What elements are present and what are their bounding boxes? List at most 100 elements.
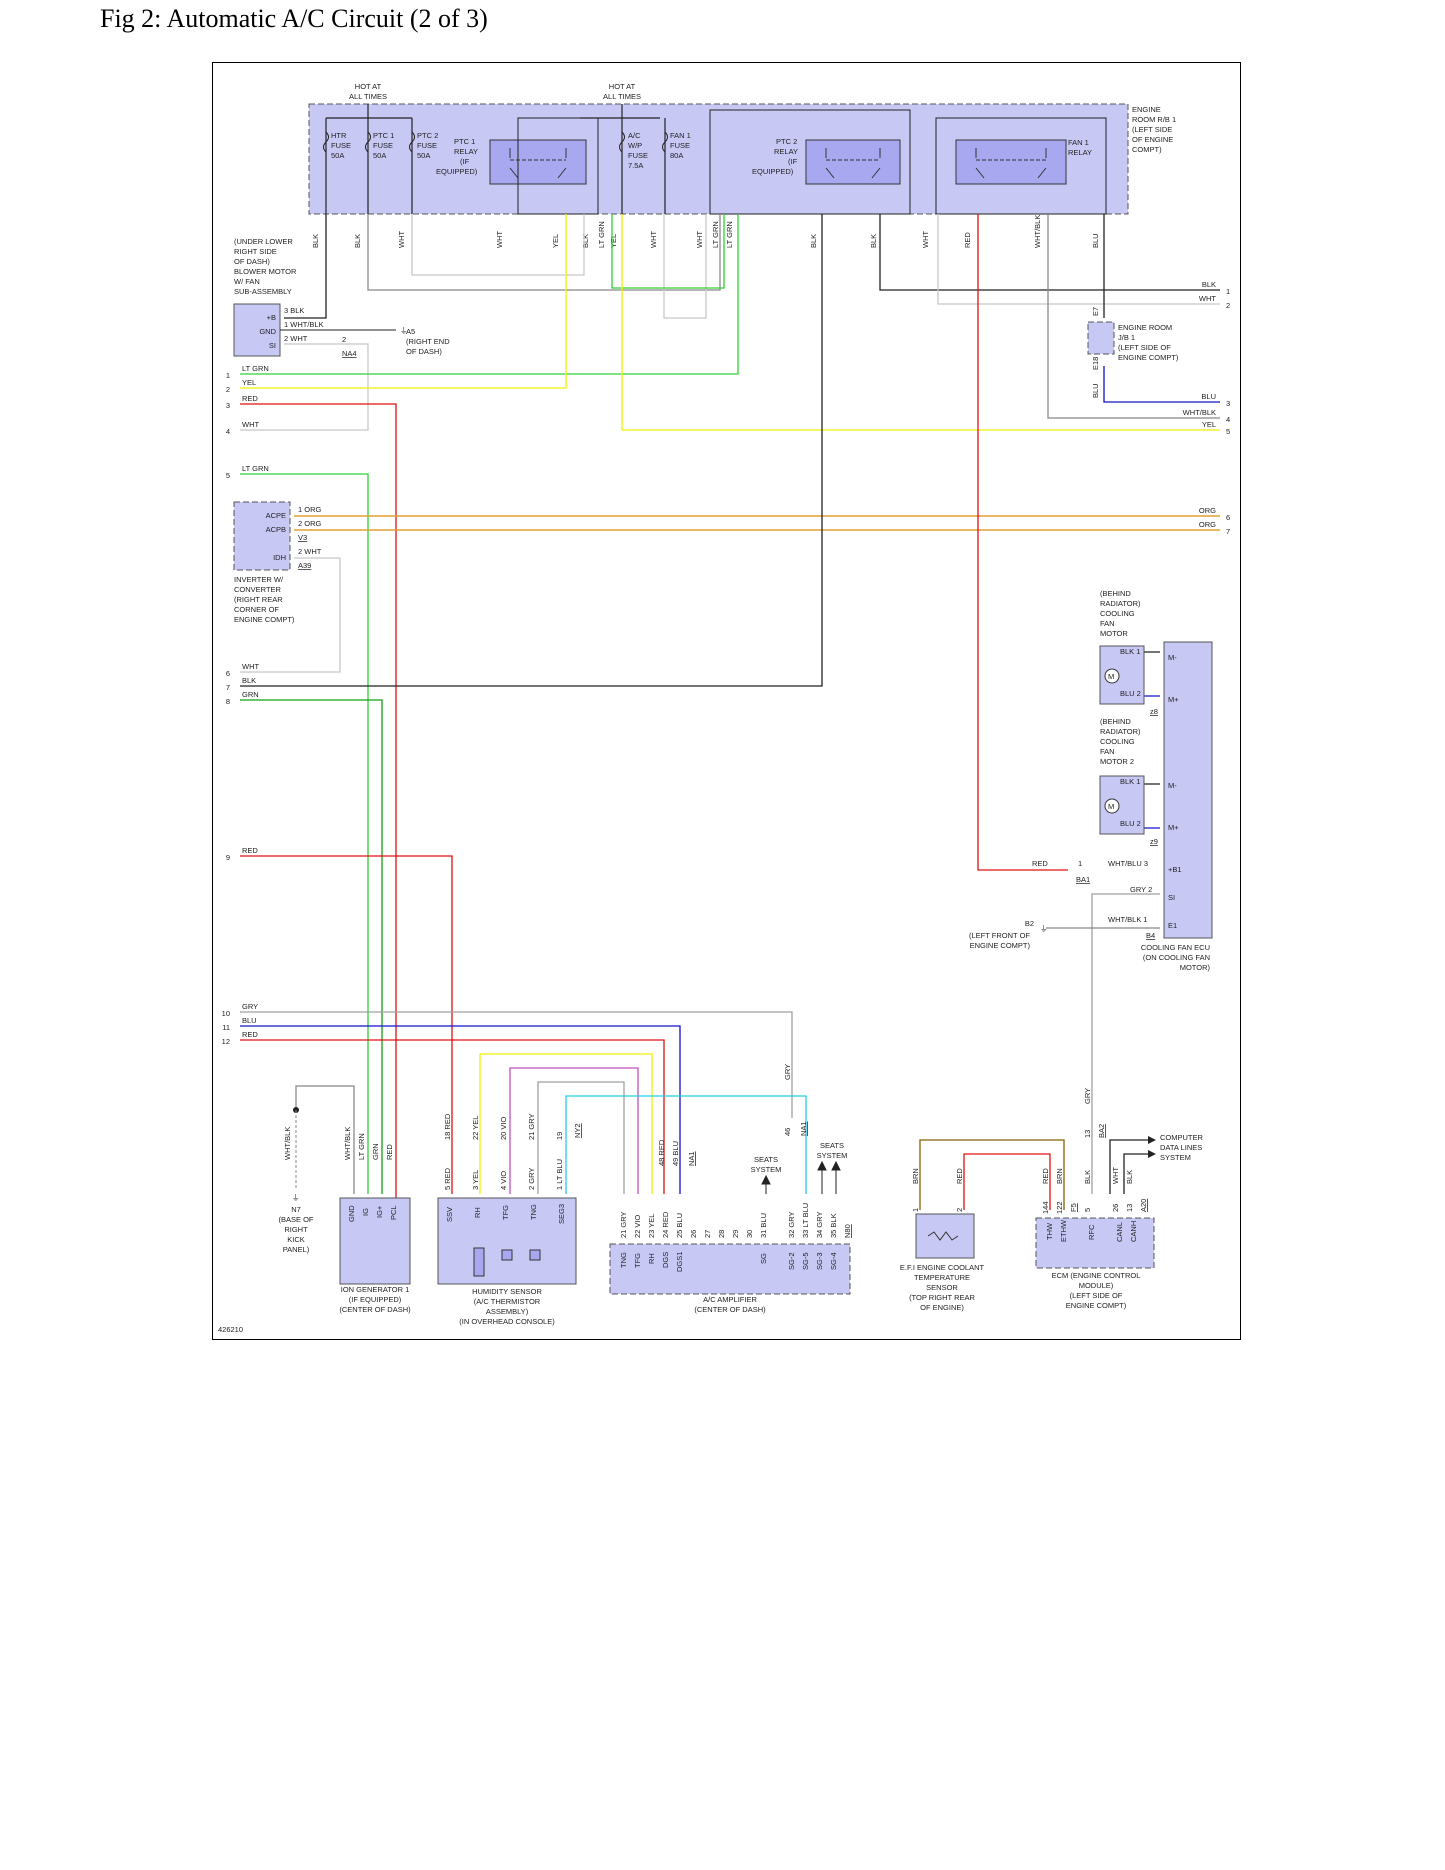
svg-text:BLK 1: BLK 1: [1120, 647, 1140, 656]
wire-label: WHT: [695, 231, 704, 248]
svg-text:18 RED: 18 RED: [443, 1113, 452, 1140]
svg-text:TNG: TNG: [529, 1204, 538, 1220]
svg-text:21 GRY: 21 GRY: [527, 1113, 536, 1140]
svg-text:GND: GND: [259, 327, 276, 336]
figure-id: 426210: [218, 1325, 243, 1334]
svg-text:30: 30: [745, 1230, 754, 1238]
svg-text:NA4: NA4: [342, 349, 357, 358]
svg-text:13: 13: [1125, 1204, 1134, 1212]
wire-label: BLK: [869, 234, 878, 248]
svg-text:BLU 2: BLU 2: [1120, 689, 1141, 698]
svg-text:WHT/BLU 3: WHT/BLU 3: [1108, 859, 1148, 868]
wire-label: BLK: [353, 234, 362, 248]
svg-text:19: 19: [555, 1132, 564, 1140]
svg-text:z8: z8: [1150, 707, 1158, 716]
svg-text:B2: B2: [1025, 919, 1034, 928]
svg-text:34 GRY: 34 GRY: [815, 1211, 824, 1238]
wire-number: 4: [226, 427, 230, 436]
svg-text:5: 5: [1083, 1208, 1092, 1212]
wire-label: YEL: [609, 234, 618, 248]
svg-text:RH: RH: [473, 1207, 482, 1218]
svg-text:23 YEL: 23 YEL: [647, 1214, 656, 1238]
svg-text:M+: M+: [1168, 695, 1179, 704]
diagram-frame: [212, 62, 1241, 1340]
svg-text:NA1: NA1: [799, 1121, 808, 1136]
svg-text:PCL: PCL: [389, 1205, 398, 1220]
svg-text:NA1: NA1: [687, 1151, 696, 1166]
svg-text:BA1: BA1: [1076, 875, 1090, 884]
svg-text:35 BLK: 35 BLK: [829, 1213, 838, 1238]
svg-text:SG-5: SG-5: [801, 1252, 810, 1270]
svg-text:⏚: ⏚: [400, 326, 408, 335]
wire-color-label: WHT: [242, 662, 259, 671]
svg-text:A39: A39: [298, 561, 311, 570]
svg-text:E1: E1: [1168, 921, 1177, 930]
wire-label: LT GRN: [711, 221, 720, 248]
svg-text:SG-3: SG-3: [815, 1252, 824, 1270]
svg-text:ACPB: ACPB: [266, 525, 286, 534]
svg-text:2 WHT: 2 WHT: [298, 547, 322, 556]
svg-text:RFC: RFC: [1087, 1224, 1096, 1240]
svg-text:E7: E7: [1091, 307, 1100, 316]
wire-number: 12: [222, 1037, 230, 1046]
wire-label: YEL: [551, 234, 560, 248]
svg-text:25 BLU: 25 BLU: [675, 1213, 684, 1238]
svg-text:BA2: BA2: [1097, 1124, 1106, 1138]
svg-text:SI: SI: [269, 341, 276, 350]
svg-text:22 YEL: 22 YEL: [471, 1116, 480, 1140]
wire-color-label: BLK: [1202, 280, 1216, 289]
svg-text:144: 144: [1041, 1201, 1050, 1214]
svg-text:RED: RED: [1032, 859, 1048, 868]
svg-text:2: 2: [342, 335, 346, 344]
ba1-connector: RED 1 BA1: [1032, 859, 1090, 884]
svg-text:M+: M+: [1168, 823, 1179, 832]
svg-text:28: 28: [717, 1230, 726, 1238]
svg-text:1 ORG: 1 ORG: [298, 505, 322, 514]
svg-text:M: M: [1108, 802, 1114, 811]
svg-text:4 VIO: 4 VIO: [499, 1171, 508, 1190]
svg-text:⏚: ⏚: [1040, 924, 1048, 933]
svg-text:24 RED: 24 RED: [661, 1211, 670, 1238]
svg-text:BLK: BLK: [1083, 1170, 1092, 1184]
svg-text:BLU 2: BLU 2: [1120, 819, 1141, 828]
wire-color-label: ORG: [1199, 520, 1216, 529]
wire-color-label: BLU: [242, 1016, 257, 1025]
svg-text:A20: A20: [1139, 1199, 1148, 1212]
wire-number: 2: [1226, 301, 1230, 310]
svg-text:1 LT BLU: 1 LT BLU: [555, 1159, 564, 1190]
svg-text:22 VIO: 22 VIO: [633, 1214, 642, 1238]
wire-label: WHT: [495, 231, 504, 248]
wire-color-label: WHT: [242, 420, 259, 429]
svg-text:122: 122: [1055, 1201, 1064, 1214]
ecm: THW ETHW RFC CANL CANH ECM (ENGINE CONTR…: [1035, 1088, 1204, 1310]
svg-text:1: 1: [1078, 859, 1082, 868]
svg-text:31 BLU: 31 BLU: [759, 1213, 768, 1238]
svg-text:N80: N80: [843, 1224, 852, 1238]
svg-text:⏚: ⏚: [292, 1193, 300, 1202]
inverter-converter: ACPE ACPB IDH 1 ORG 2 ORG V3 2 WHT A39 I…: [233, 501, 322, 624]
svg-text:27: 27: [703, 1230, 712, 1238]
svg-text:21 GRY: 21 GRY: [619, 1211, 628, 1238]
wire-color-label: WHT: [1199, 294, 1216, 303]
wire-number: 1: [1226, 287, 1230, 296]
svg-text:LT GRN: LT GRN: [357, 1133, 366, 1160]
